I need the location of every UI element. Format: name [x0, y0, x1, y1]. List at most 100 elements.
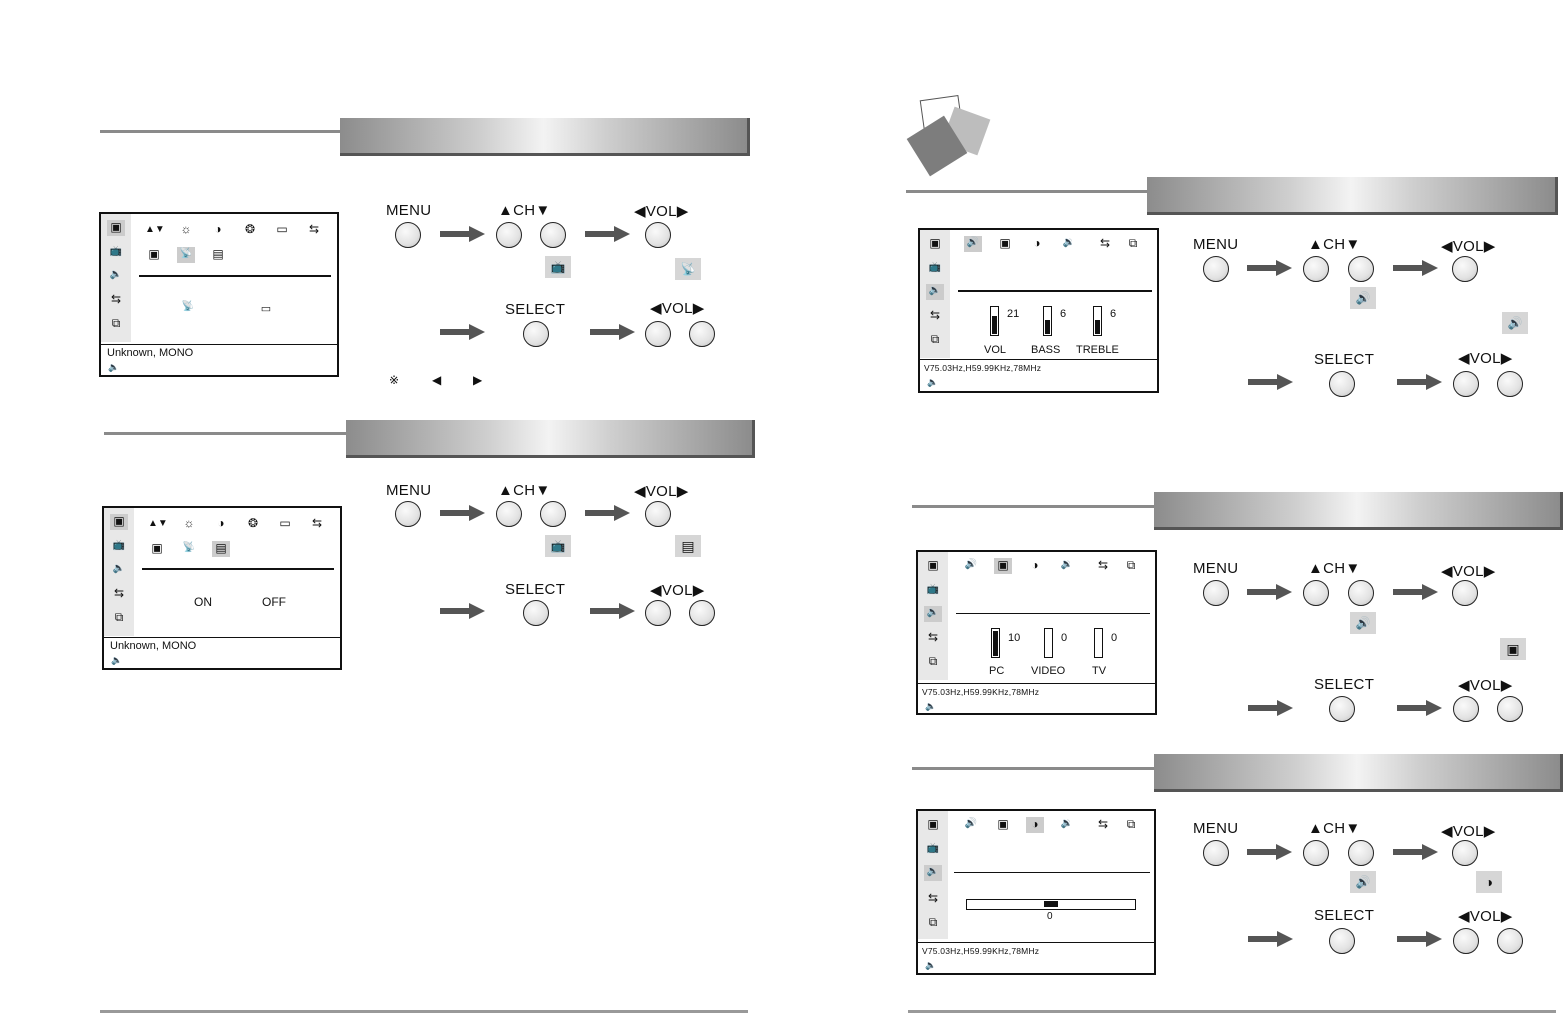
ch-down-button[interactable] — [1348, 256, 1374, 282]
window-icon: ⧉ — [1126, 558, 1136, 572]
flow-arrow — [1393, 260, 1438, 276]
volume-icon: 🔊 — [1502, 312, 1528, 334]
volume-icon: 🔊 — [1350, 612, 1376, 634]
osd-status: V75.03Hz,H59.99KHz,78MHz — [922, 687, 1040, 697]
window-icon: ⧉ — [111, 316, 121, 330]
ch-label: ▲CH▼ — [1308, 236, 1361, 253]
window-icon: ⧉ — [928, 915, 938, 929]
bar-treble — [1093, 306, 1102, 336]
select-button[interactable] — [1329, 928, 1355, 954]
antenna-sound-icon: 📡 — [181, 301, 195, 312]
bar-value: 0 — [1111, 632, 1118, 644]
flow-arrow — [1248, 700, 1293, 716]
menu-label: MENU — [1193, 560, 1239, 577]
antenna-icon: 📡 — [177, 247, 195, 263]
osd-screen-3: ▣ 📺 🔈 ⇆ ⧉ 🔊 ▣ ◑ 🔉 ⇆ ⧉ 21 VOL 6 BASS 6 TR… — [918, 228, 1159, 393]
ch-up-button[interactable] — [1303, 256, 1329, 282]
vol-button[interactable] — [1452, 256, 1478, 282]
vol-button[interactable] — [1452, 840, 1478, 866]
vol-right-button[interactable] — [1497, 696, 1523, 722]
bar-label: VOL — [984, 344, 1007, 356]
vol-left-button[interactable] — [1453, 696, 1479, 722]
menu-button[interactable] — [395, 222, 421, 248]
contrast-icon: ◑ — [1026, 817, 1044, 833]
window-icon: ⧉ — [928, 654, 938, 668]
picture-icon: ▣ — [148, 247, 160, 261]
ch-up-button[interactable] — [496, 222, 522, 248]
flow-arrow — [1247, 584, 1292, 600]
option-on[interactable]: ON — [194, 595, 212, 609]
osd-footer — [918, 683, 1155, 684]
section-bar-1 — [340, 118, 750, 156]
menu-button[interactable] — [1203, 256, 1229, 282]
select-button[interactable] — [1329, 371, 1355, 397]
contrast-icon: ◑ — [1476, 871, 1502, 893]
menu-button[interactable] — [1203, 580, 1229, 606]
ch-down-button[interactable] — [540, 222, 566, 248]
flow-arrow — [1397, 374, 1442, 390]
vol-right-button[interactable] — [1497, 371, 1523, 397]
option-off[interactable]: OFF — [262, 595, 286, 609]
contrast-icon: ◑ — [214, 222, 222, 236]
vol-left-button[interactable] — [1453, 928, 1479, 954]
vol-left-button[interactable] — [645, 321, 671, 347]
select-button[interactable] — [1329, 696, 1355, 722]
vol-label: ◀VOL▶ — [1458, 350, 1513, 367]
osd-divider — [139, 275, 331, 277]
flow-arrow — [440, 226, 485, 242]
ch-up-button[interactable] — [1303, 840, 1329, 866]
brightness-icon: ☼ — [183, 516, 195, 530]
section-line-2 — [104, 432, 348, 435]
vol-right-button[interactable] — [689, 321, 715, 347]
bar-bass — [1043, 306, 1052, 336]
tuning-icon: ⇆ — [929, 308, 941, 322]
vol-button[interactable] — [1452, 580, 1478, 606]
bar-label: TREBLE — [1076, 344, 1119, 356]
ch-up-button[interactable] — [496, 501, 522, 527]
section-bar-2 — [346, 420, 755, 458]
select-button[interactable] — [523, 600, 549, 626]
vol-button[interactable] — [645, 501, 671, 527]
osd-divider — [142, 568, 334, 570]
vol-left-button[interactable] — [1453, 371, 1479, 397]
vol-label: ◀VOL▶ — [650, 582, 705, 599]
osd-status: Unknown, MONO — [110, 640, 197, 652]
tuning-auto-icon: ▭ — [260, 303, 272, 315]
section-line-3 — [906, 190, 1150, 193]
tuning-icon: ⇆ — [311, 516, 323, 530]
picture-icon: ▣ — [927, 558, 939, 572]
vol-right-button[interactable] — [689, 600, 715, 626]
bar-label: PC — [989, 665, 1005, 677]
balance-slider[interactable] — [966, 899, 1136, 910]
tuning-icon: ⇆ — [308, 222, 320, 236]
select-button[interactable] — [523, 321, 549, 347]
flow-arrow — [1397, 700, 1442, 716]
sound-icon: 🔈 — [925, 960, 937, 970]
ch-down-button[interactable] — [1348, 580, 1374, 606]
vol-left-button[interactable] — [645, 600, 671, 626]
ch-down-button[interactable] — [540, 501, 566, 527]
ch-down-button[interactable] — [1348, 840, 1374, 866]
bar-label: TV — [1092, 665, 1107, 677]
bar-value: 6 — [1060, 308, 1067, 320]
left-arrow-mark: ◀ — [432, 373, 442, 387]
volume-icon: 🔊 — [964, 818, 978, 829]
section-line-5 — [912, 767, 1156, 770]
ch-label: ▲CH▼ — [1308, 820, 1361, 837]
flow-arrow — [590, 324, 635, 340]
menu-button[interactable] — [395, 501, 421, 527]
vol-right-button[interactable] — [1497, 928, 1523, 954]
tuning-icon: ⇆ — [1097, 558, 1109, 572]
tv-icon: 📺 — [112, 540, 126, 551]
picture-icon: ▣ — [999, 236, 1011, 250]
volume-icon: 🔊 — [964, 236, 982, 252]
ch-up-button[interactable] — [1303, 580, 1329, 606]
flow-arrow — [1247, 260, 1292, 276]
mute-icon: 🔉 — [1060, 559, 1074, 570]
picture-icon: ▣ — [107, 220, 125, 236]
vol-button[interactable] — [645, 222, 671, 248]
balance-knob[interactable] — [1044, 901, 1058, 907]
menu-button[interactable] — [1203, 840, 1229, 866]
brightness-icon: ☼ — [180, 222, 192, 236]
flow-arrow — [1393, 584, 1438, 600]
